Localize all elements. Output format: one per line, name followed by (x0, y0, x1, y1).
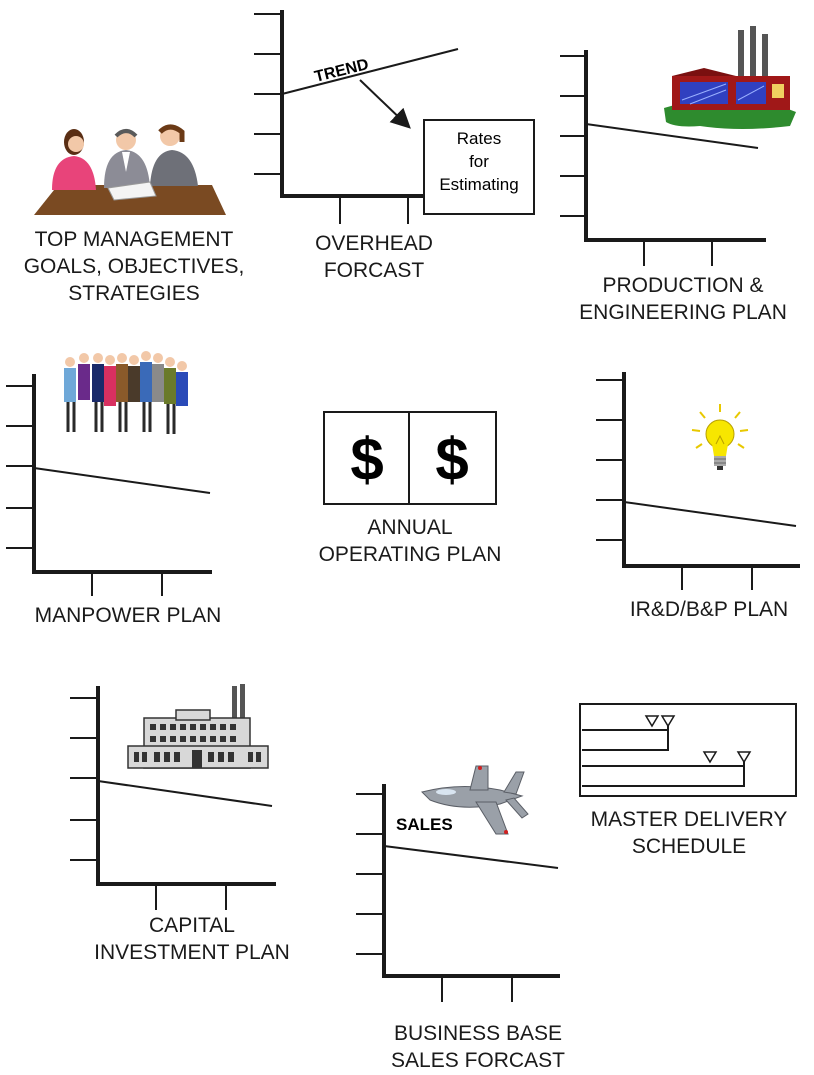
caption-line: SCHEDULE (631, 835, 747, 858)
caption-line: INVESTMENT PLAN (94, 941, 290, 964)
lightbulb-icon (691, 404, 749, 470)
rates-line-1: Rates (457, 129, 501, 148)
caption-line: SALES FORCAST (391, 1049, 565, 1072)
sales-caption: BUSINESS BASE SALES FORCAST (360, 1020, 596, 1074)
milestone-marker (736, 751, 752, 764)
top-management-caption: TOP MANAGEMENT GOALS, OBJECTIVES, STRATE… (0, 226, 268, 307)
dollar-sign-right: $ (435, 426, 468, 493)
office-building-icon (127, 684, 269, 769)
delivery-caption: MASTER DELIVERY SCHEDULE (566, 806, 812, 860)
caption-line: GOALS, OBJECTIVES, (23, 255, 245, 278)
fighter-jet-icon (421, 765, 529, 835)
caption-line: MANPOWER PLAN (34, 604, 222, 627)
irdbp-chart (596, 372, 800, 590)
irdbp-caption: IR&D/B&P PLAN (604, 596, 814, 623)
trend-arrow (359, 79, 411, 129)
overhead-chart: TREND Rates for Estimating (254, 10, 535, 224)
milestone-marker (644, 715, 660, 728)
trend-line (281, 48, 459, 95)
caption-line: ENGINEERING PLAN (579, 301, 787, 324)
caption-line: FORCAST (323, 259, 425, 282)
workforce-group-icon (64, 351, 188, 434)
dollar-box: $ $ (323, 411, 497, 505)
production-chart (560, 50, 766, 266)
dollar-sign-left: $ (350, 426, 383, 493)
factory-icon (664, 26, 796, 129)
caption-line: MASTER DELIVERY (590, 808, 788, 831)
overhead-caption: OVERHEAD FORCAST (284, 230, 464, 284)
sales-chart: SALES (356, 784, 560, 1002)
rates-box (423, 119, 535, 215)
meeting-people-icon (34, 124, 226, 215)
caption-line: IR&D/B&P PLAN (629, 598, 789, 621)
rates-line-3: Estimating (439, 175, 518, 194)
caption-line: STRATEGIES (68, 282, 200, 305)
manpower-caption: MANPOWER PLAN (0, 602, 256, 629)
rates-line-2: for (469, 152, 489, 171)
capital-caption: CAPITAL INVESTMENT PLAN (70, 912, 314, 966)
production-caption: PRODUCTION & ENGINEERING PLAN (552, 272, 814, 326)
caption-line: CAPITAL (149, 914, 235, 937)
master-delivery-box (579, 703, 797, 797)
caption-line: OPERATING PLAN (318, 543, 502, 566)
manpower-chart (6, 374, 212, 596)
milestone-marker (702, 751, 718, 764)
caption-line: OVERHEAD (315, 232, 433, 255)
caption-line: ANNUAL (367, 516, 453, 539)
caption-line: TOP MANAGEMENT (34, 228, 234, 251)
annual-caption: ANNUAL OPERATING PLAN (296, 514, 524, 568)
sales-label: SALES (396, 815, 453, 834)
capital-chart (70, 686, 276, 910)
caption-line: BUSINESS BASE (393, 1022, 563, 1045)
milestone-marker (660, 715, 676, 728)
caption-line: PRODUCTION & (602, 274, 764, 297)
